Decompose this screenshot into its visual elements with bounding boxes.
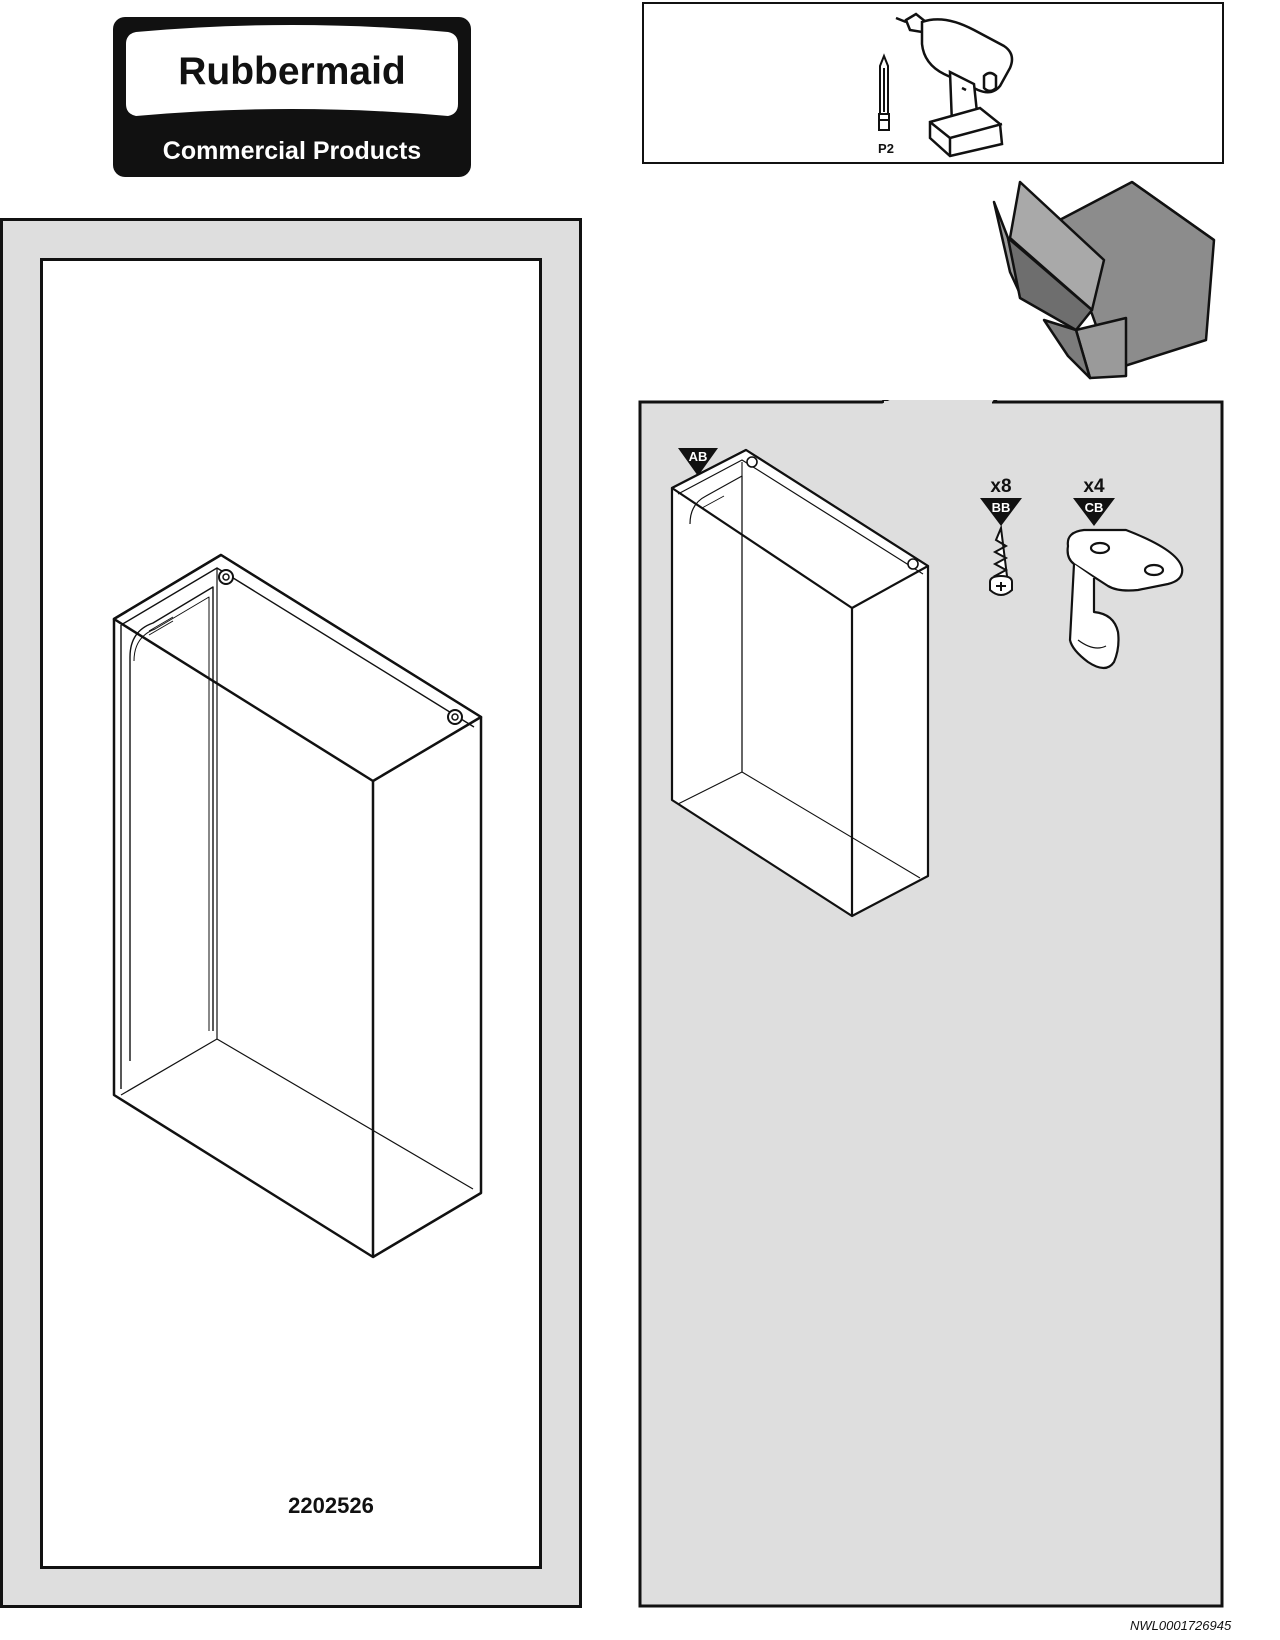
cordless-drill-icon bbox=[895, 12, 1014, 158]
qty-cb-label: x4 bbox=[1083, 476, 1105, 497]
tag-cb-label: CB bbox=[1085, 500, 1104, 515]
logo-registered-mark: ® bbox=[443, 99, 454, 115]
cabinet-icon bbox=[670, 448, 930, 918]
part-number: 2202526 bbox=[288, 1493, 374, 1518]
part-cb: x4 CB bbox=[1066, 476, 1184, 670]
tag-bb-triangle bbox=[980, 498, 1022, 526]
cabinet-illustration bbox=[112, 553, 483, 1259]
part-bb: x8 BB bbox=[980, 476, 1022, 596]
screw-icon bbox=[989, 524, 1013, 596]
brand-logo: Rubbermaid ® Commercial Products bbox=[112, 16, 472, 178]
bracket-icon bbox=[1066, 528, 1184, 670]
tag-cb-triangle bbox=[1073, 498, 1115, 526]
phillips-bit-icon bbox=[878, 53, 890, 131]
tools-box: P2 bbox=[642, 2, 1224, 164]
cabinet-embossed-text bbox=[148, 616, 174, 636]
qty-bb-label: x8 bbox=[990, 476, 1011, 497]
unit-overview-frame: 2202526 bbox=[40, 258, 542, 1569]
parts-panel: AB x8 BB bbox=[638, 316, 1226, 1610]
logo-subtitle: Commercial Products bbox=[163, 137, 421, 165]
bit-label: P2 bbox=[878, 141, 894, 156]
logo-brand-text: Rubbermaid bbox=[178, 50, 406, 93]
open-shipping-box-illustration bbox=[980, 180, 1220, 400]
document-id: NWL0001726945 bbox=[1130, 1618, 1232, 1633]
tag-ab-triangle bbox=[678, 448, 718, 476]
part-ab: AB bbox=[670, 448, 930, 918]
tag-ab-label: AB bbox=[689, 449, 708, 464]
tag-bb-label: BB bbox=[992, 500, 1011, 515]
unit-overview-panel: 2202526 bbox=[0, 218, 582, 1608]
